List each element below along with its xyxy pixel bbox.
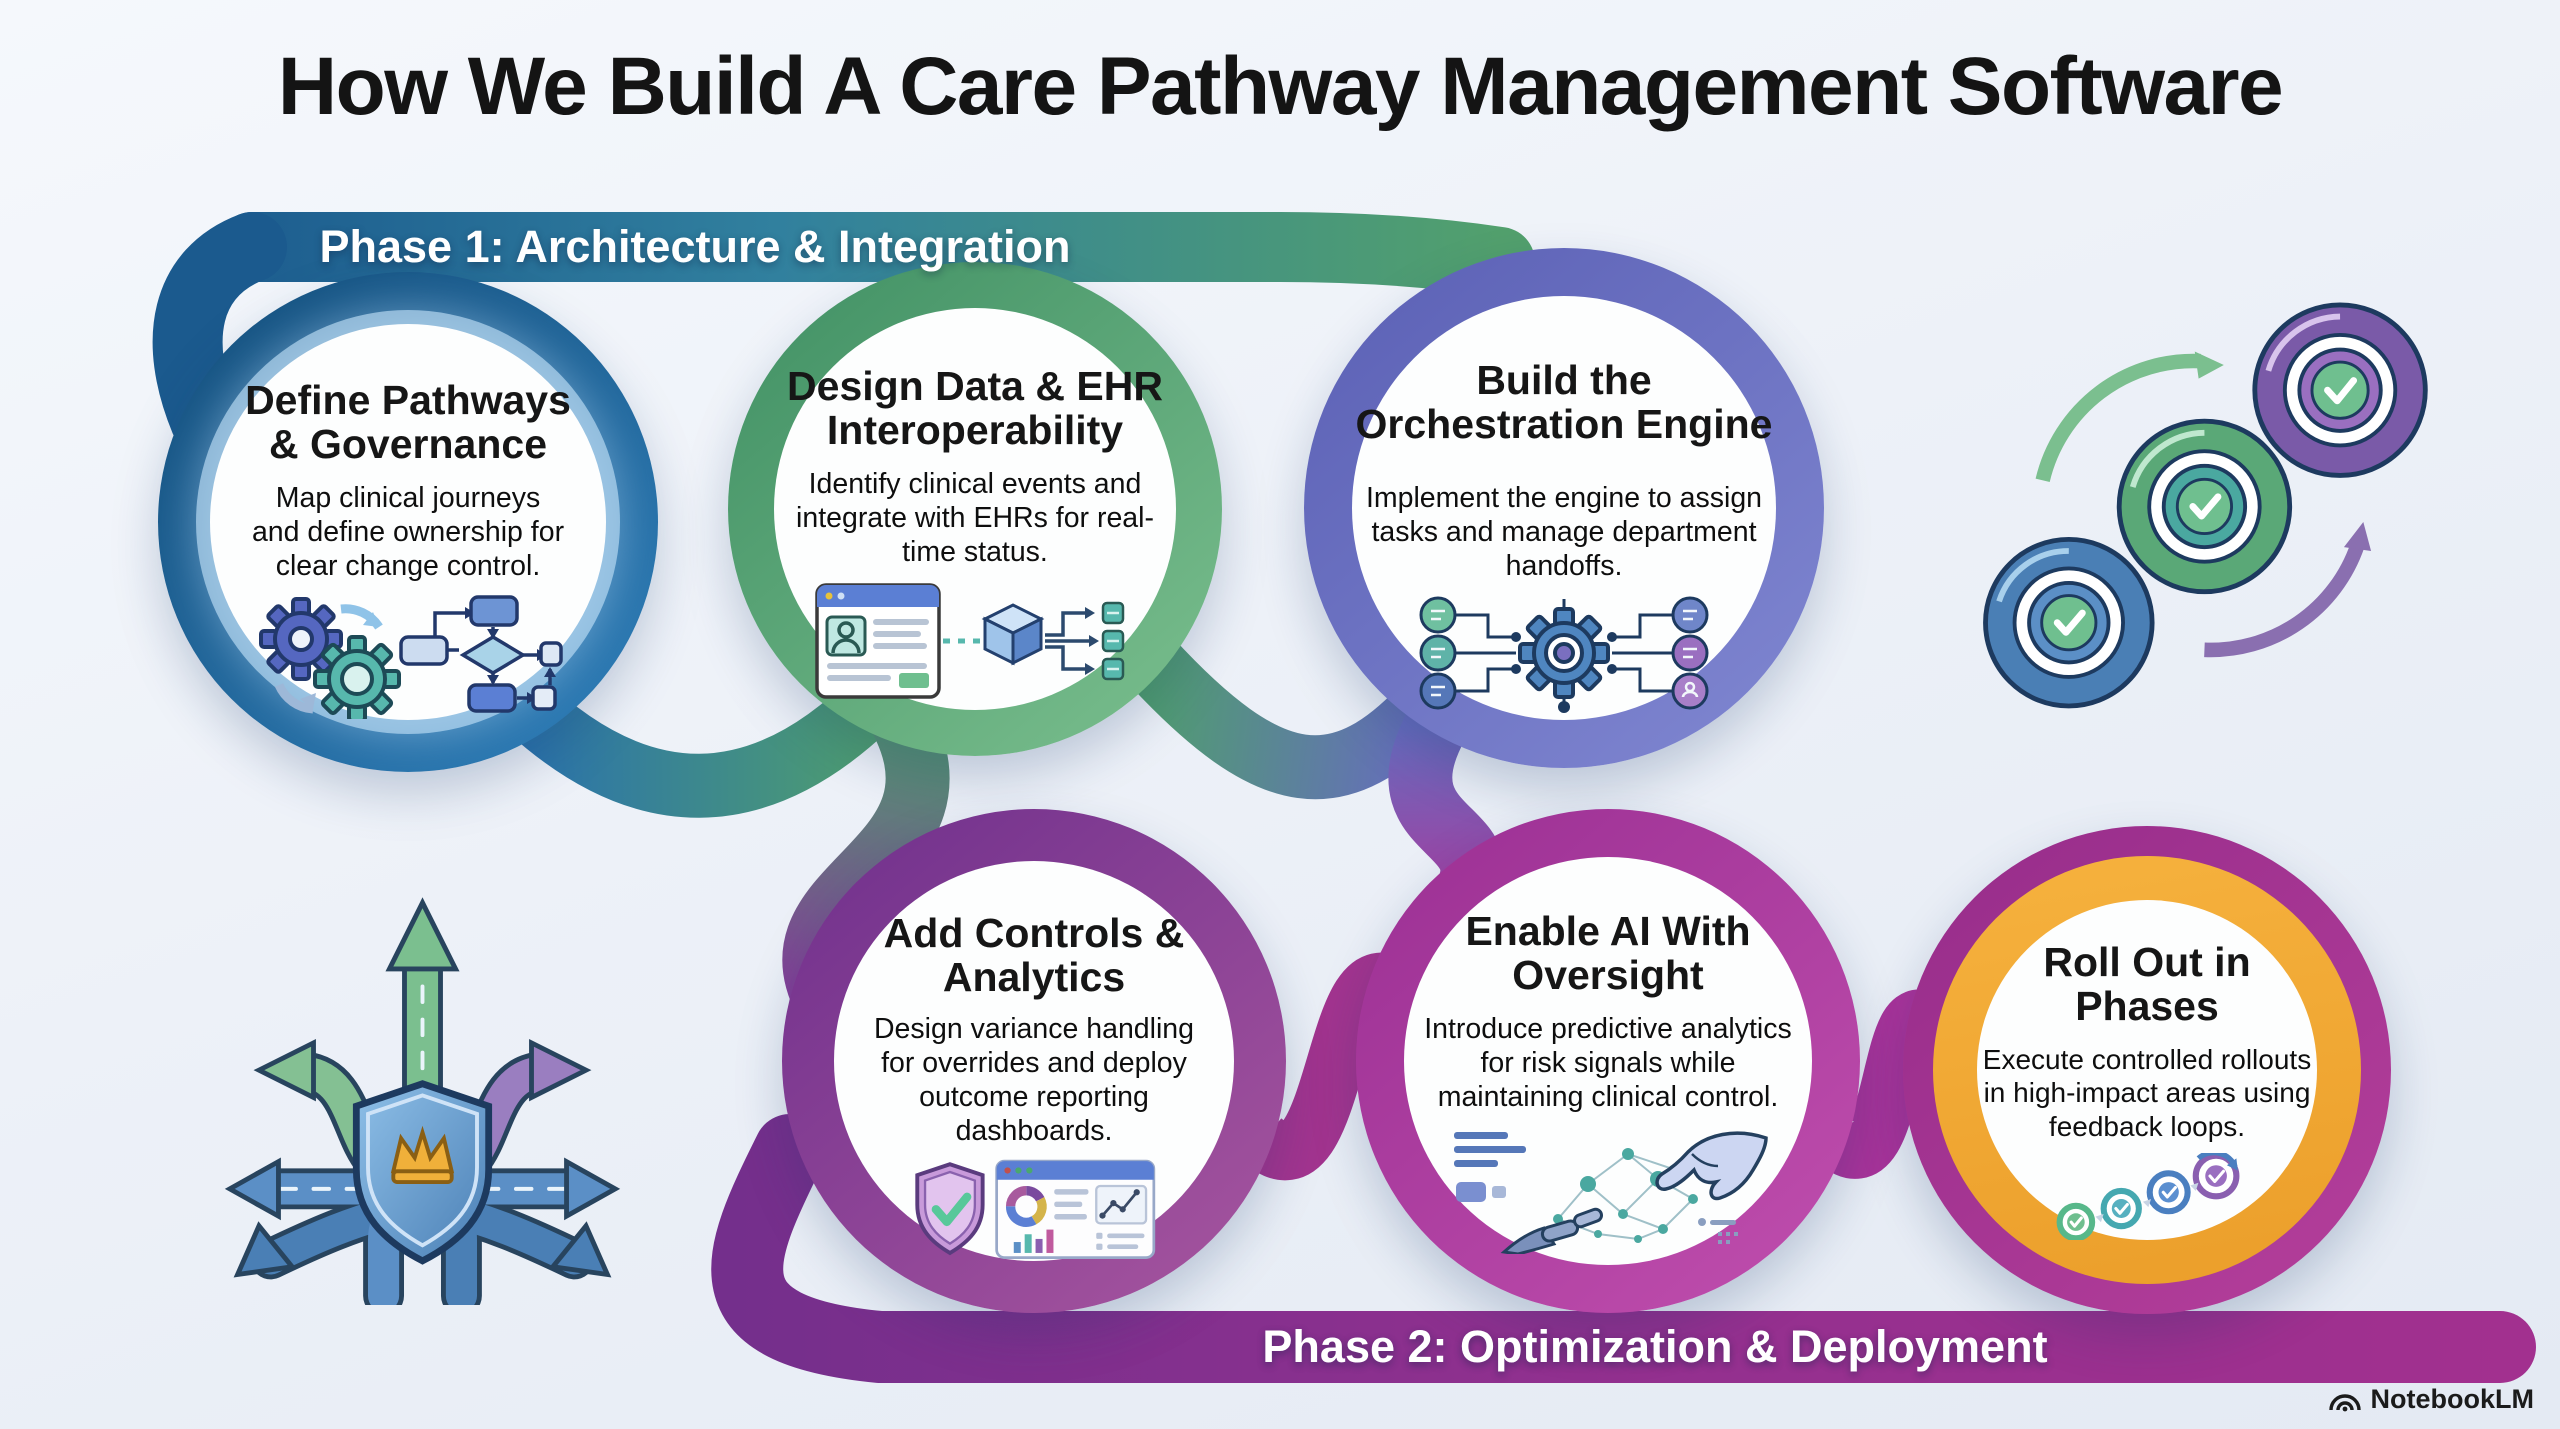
step-description: Introduce predictive analytics for risk … (1424, 1012, 1792, 1113)
human-robot-hands-network-icon (1454, 1131, 1768, 1255)
step-circle-3: Build the Orchestration Engine Implement… (1304, 248, 1824, 768)
step-description: Design variance handling for overrides a… (873, 1012, 1195, 1148)
step-title: Define Pathways & Governance (245, 377, 571, 468)
step-circle-2: Design Data & EHR Interoperability Ident… (728, 262, 1222, 756)
gears-flowchart-icon (259, 595, 563, 720)
notebooklm-brand: NotebookLM (2328, 1384, 2534, 1415)
connector-1-2 (497, 673, 901, 818)
step-description: Execute controlled rollouts in high-impa… (1982, 1043, 2312, 1142)
page-title: How We Build A Care Pathway Management S… (277, 41, 2284, 132)
step-3-content: Build the Orchestration Engine Implement… (1352, 296, 1776, 720)
step-description: Identify clinical events and integrate w… (796, 467, 1154, 568)
step-2-content: Design Data & EHR Interoperability Ident… (774, 308, 1176, 710)
step-4-content: Add Controls & Analytics Design variance… (834, 861, 1234, 1261)
phase1-band (217, 212, 1535, 297)
step-title: Design Data & EHR Interoperability (787, 363, 1163, 454)
phase2-banner-label: Phase 2: Optimization & Deployment (1262, 1321, 2048, 1372)
step-title: Enable AI With Oversight (1465, 908, 1751, 999)
step-title: Build the Orchestration Engine (1355, 357, 1773, 448)
ehr-integration-icon (815, 583, 1125, 699)
target-ring-purple (2252, 302, 2428, 478)
step-circle-1: Define Pathways & Governance Map clinica… (158, 272, 658, 772)
step-5-content: Enable AI With Oversight Introduce predi… (1404, 857, 1812, 1265)
step-description: Map clinical journeys and define ownersh… (251, 481, 565, 582)
target-ring-green (2116, 418, 2293, 595)
step-description: Implement the engine to assign tasks and… (1365, 481, 1763, 582)
phased-rollout-checks-icon (2056, 1153, 2240, 1240)
crown-icon (390, 1125, 455, 1184)
step-circle-6: Roll Out in Phases Execute controlled ro… (1903, 826, 2391, 1314)
phase1-banner-label: Phase 1: Architecture & Integration (319, 221, 1071, 272)
connector-2-3 (1126, 638, 1454, 800)
shield-check-dashboard-icon (915, 1160, 1156, 1260)
step-title: Add Controls & Analytics (883, 910, 1185, 1001)
phase2-band (711, 1114, 2536, 1383)
step-circle-5: Enable AI With Oversight Introduce predi… (1356, 809, 1860, 1313)
step-title: Roll Out in Phases (2043, 939, 2251, 1030)
step-circle-4: Add Controls & Analytics Design variance… (782, 809, 1286, 1313)
step-6-content: Roll Out in Phases Execute controlled ro… (1977, 900, 2317, 1240)
step-1-content: Define Pathways & Governance Map clinica… (210, 324, 606, 720)
target-ring-blue (1983, 536, 2155, 709)
notebooklm-logo-icon (2328, 1393, 2361, 1411)
orchestration-gear-network-icon (1419, 596, 1709, 714)
loop-targets-checkmarks-illustration (1983, 302, 2428, 709)
branching-pathways-shield-crown-illustration (224, 897, 621, 1305)
brand-label: NotebookLM (2370, 1384, 2534, 1414)
